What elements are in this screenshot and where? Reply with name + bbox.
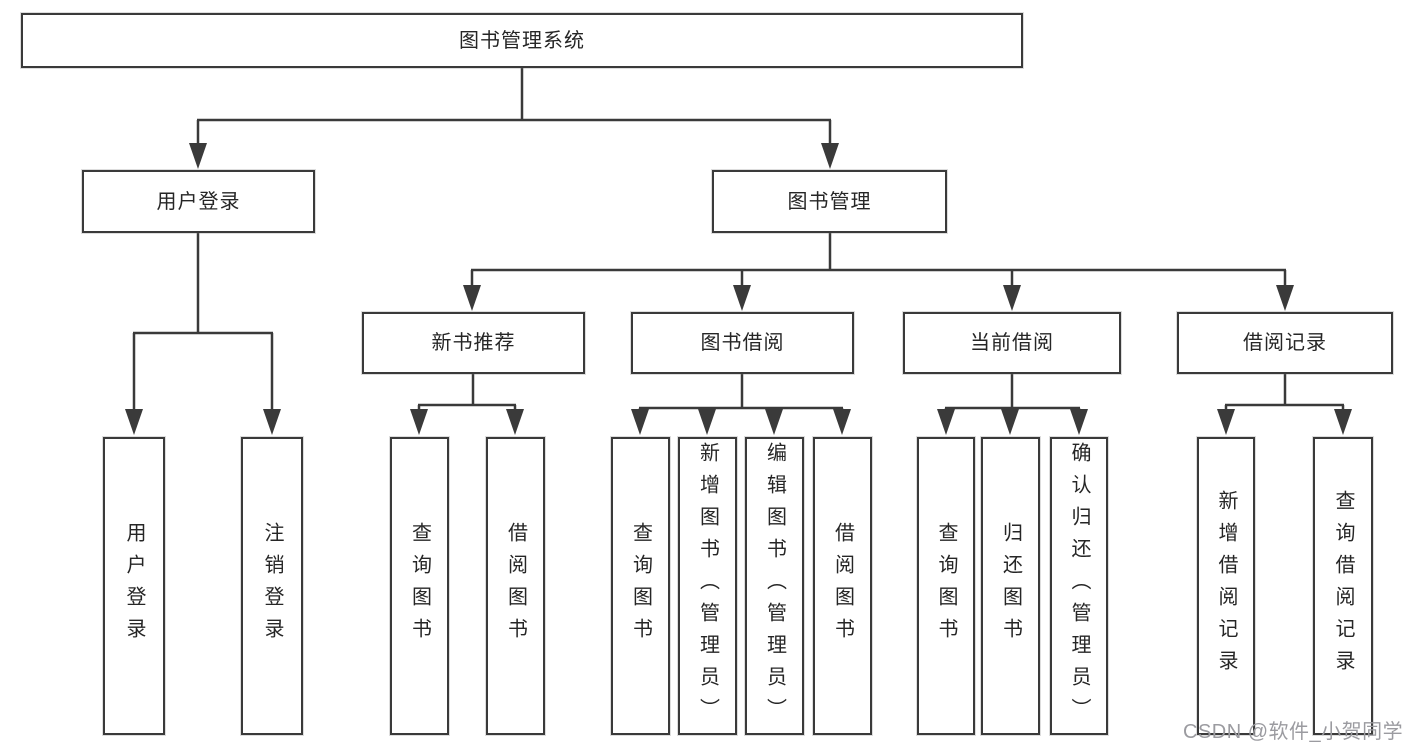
node-user-login-label: 用户登录 [156, 190, 241, 213]
leaf-current-confirm: 确认归还（管理员） [1050, 437, 1108, 735]
arrow-leaf-bb-query [631, 409, 649, 435]
leaf-user-login-label: 用户登录 [123, 522, 145, 650]
leaf-borrow-borrow: 借阅图书 [813, 437, 872, 735]
leaf-current-query: 查询图书 [917, 437, 975, 735]
node-new-book-label: 新书推荐 [431, 332, 516, 354]
leaf-borrow-add: 新增图书（管理员） [678, 437, 737, 735]
leaf-borrow-edit-label: 编辑图书（管理员） [763, 442, 786, 730]
arrow-leaf-bb-borrow [833, 409, 851, 435]
leaf-current-query-label: 查询图书 [935, 522, 957, 650]
leaf-newbook-borrow-label: 借阅图书 [504, 522, 527, 650]
node-book-borrow: 图书借阅 [631, 312, 854, 374]
csdn-watermark: CSDN @软件_小贺同学 [1183, 721, 1404, 743]
leaf-current-return: 归还图书 [981, 437, 1040, 735]
leaf-borrow-add-label: 新增图书（管理员） [696, 442, 719, 730]
leaf-logout: 注销登录 [241, 437, 303, 735]
node-root-label: 图书管理系统 [459, 29, 585, 52]
arrow-leaf-nb-query [410, 409, 428, 435]
leaf-borrow-query-label: 查询图书 [629, 522, 652, 650]
leaf-logout-label: 注销登录 [261, 522, 283, 650]
arrow-leaf-br-query [1334, 409, 1352, 435]
leaf-current-return-label: 归还图书 [999, 522, 1022, 650]
node-book-mgmt: 图书管理 [712, 170, 947, 233]
leaf-borrow-edit: 编辑图书（管理员） [745, 437, 804, 735]
leaf-borrow-query: 查询图书 [611, 437, 670, 735]
arrow-leaf-cb-query [937, 409, 955, 435]
arrow-leaf-cb-return [1001, 409, 1019, 435]
arrow-borrow-record [1276, 285, 1294, 311]
arrow-book-borrow [733, 285, 751, 311]
node-current-borrow: 当前借阅 [903, 312, 1121, 374]
arrow-current-borrow [1003, 285, 1021, 311]
node-book-mgmt-label: 图书管理 [787, 190, 872, 213]
leaf-newbook-query-label: 查询图书 [408, 522, 431, 650]
arrow-new-book [463, 285, 481, 311]
arrow-leaf-br-add [1217, 409, 1235, 435]
node-current-borrow-label: 当前借阅 [970, 332, 1054, 354]
arrow-leaf-login [125, 409, 143, 435]
node-root: 图书管理系统 [21, 13, 1023, 68]
arrow-book-mgmt [821, 143, 839, 169]
leaf-borrow-borrow-label: 借阅图书 [831, 522, 854, 650]
leaf-record-add-label: 新增借阅记录 [1215, 490, 1237, 682]
leaf-newbook-query: 查询图书 [390, 437, 449, 735]
node-new-book: 新书推荐 [362, 312, 585, 374]
arrow-leaf-logout [263, 409, 281, 435]
leaf-record-add: 新增借阅记录 [1197, 437, 1255, 735]
node-book-borrow-label: 图书借阅 [700, 332, 785, 354]
leaf-newbook-borrow: 借阅图书 [486, 437, 545, 735]
leaf-record-query-label: 查询借阅记录 [1332, 490, 1354, 682]
arrow-leaf-cb-confirm [1070, 409, 1088, 435]
leaf-user-login: 用户登录 [103, 437, 165, 735]
node-borrow-record-label: 借阅记录 [1243, 332, 1327, 354]
arrow-leaf-bb-add [698, 409, 716, 435]
arrow-user-login [189, 143, 207, 169]
node-user-login: 用户登录 [82, 170, 315, 233]
leaf-current-confirm-label: 确认归还（管理员） [1068, 442, 1090, 730]
arrow-leaf-nb-borrow [506, 409, 524, 435]
node-borrow-record: 借阅记录 [1177, 312, 1393, 374]
leaf-record-query: 查询借阅记录 [1313, 437, 1373, 735]
arrow-leaf-bb-edit [765, 409, 783, 435]
